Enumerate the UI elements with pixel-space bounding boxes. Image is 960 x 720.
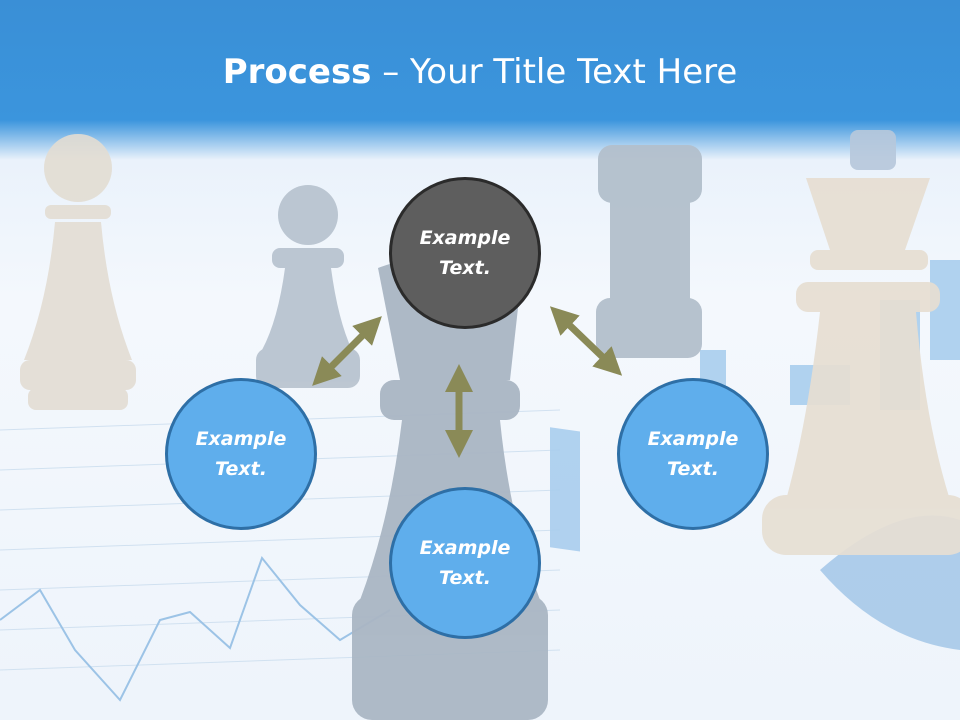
background-black-rook (596, 145, 702, 358)
node-left-line2: Text. (215, 458, 267, 480)
node-bottom: Example Text. (389, 487, 541, 639)
node-bottom-line2: Text. (439, 567, 491, 589)
node-bottom-line1: Example (419, 537, 511, 559)
node-top: Example Text. (389, 177, 541, 329)
background-line-chart (0, 555, 391, 702)
title-rest-part: – Your Title Text Here (371, 52, 738, 92)
arrow-top-left (312, 316, 382, 386)
node-left-line1: Example (195, 428, 287, 450)
node-right-line1: Example (647, 428, 739, 450)
background-white-pawn (20, 134, 136, 410)
background-white-king (762, 130, 960, 555)
node-top-line1: Example (419, 227, 511, 249)
title-bold-part: Process (222, 52, 372, 92)
node-right: Example Text. (617, 378, 769, 530)
node-top-line2: Text. (439, 257, 491, 279)
slide-title: Process – Your Title Text Here (0, 52, 960, 92)
arrow-top-right (549, 306, 623, 376)
node-right-line2: Text. (667, 458, 719, 480)
node-left: Example Text. (165, 378, 317, 530)
